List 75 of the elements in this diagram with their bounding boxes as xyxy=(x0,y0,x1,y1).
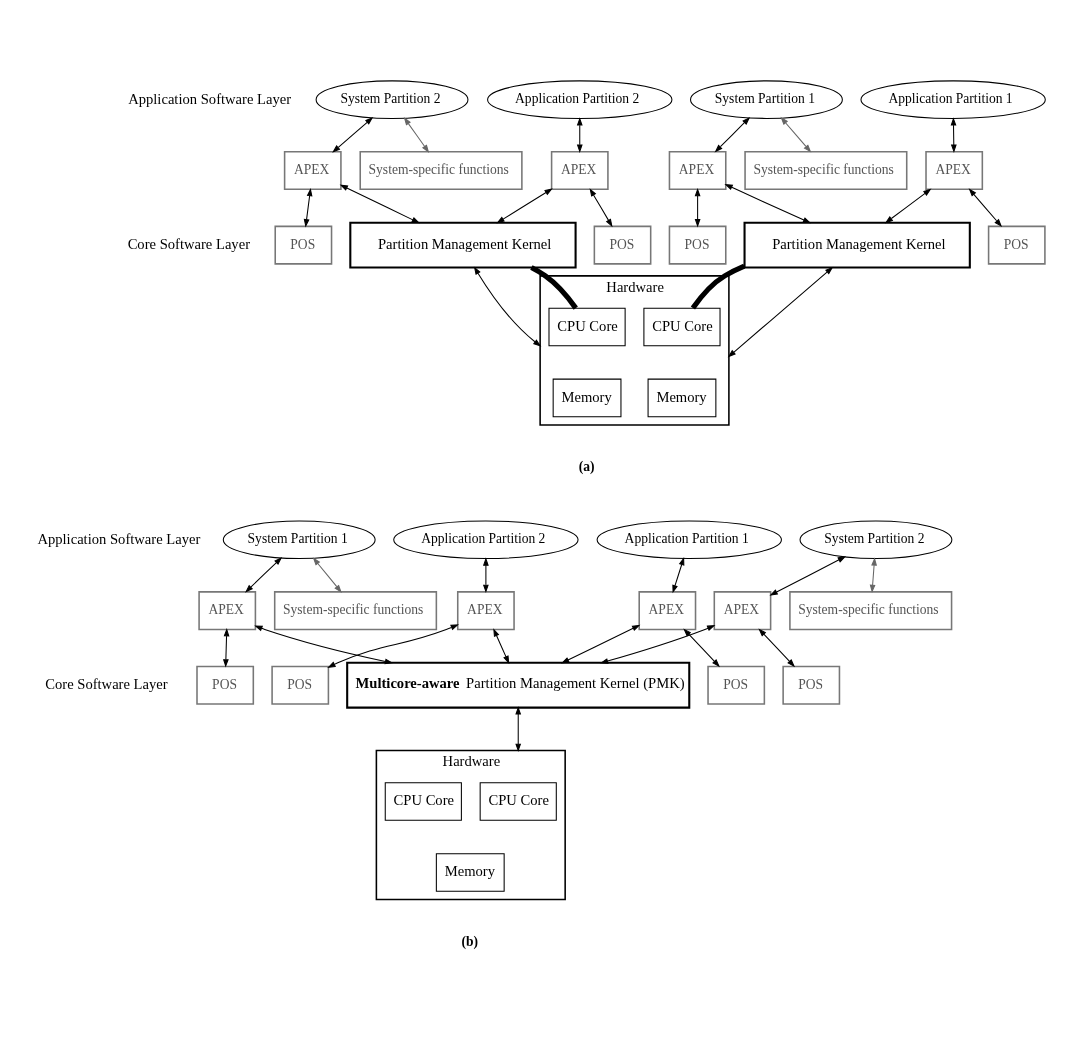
node-box: APEX xyxy=(713,591,772,631)
node-box: POS xyxy=(707,665,766,705)
node-box: CPU Core xyxy=(548,307,626,347)
arrow xyxy=(245,557,283,593)
node-box: POS xyxy=(668,225,727,265)
arrow xyxy=(727,266,834,358)
node-box: POS xyxy=(271,665,330,705)
node-box: System-specific functions xyxy=(359,151,523,191)
node-box: APEX xyxy=(638,591,697,631)
node-box: CPU Core xyxy=(479,782,557,821)
node-ellipse: System Partition 2 xyxy=(315,80,469,119)
node-box: APEX xyxy=(283,151,342,191)
arrow xyxy=(950,117,957,153)
node-box: POS xyxy=(274,225,333,265)
arrow xyxy=(714,116,751,153)
arrow xyxy=(496,188,553,224)
node-box: APEX xyxy=(456,591,515,631)
arrow xyxy=(683,628,720,668)
node-box: Partition Management Kernel xyxy=(743,221,971,269)
arrow xyxy=(968,188,1003,228)
node-box: System-specific functions xyxy=(273,591,438,631)
arrow xyxy=(869,557,877,593)
arrow xyxy=(254,625,394,665)
node-ellipse: System Partition 1 xyxy=(222,520,376,560)
node-box: Memory xyxy=(552,378,622,418)
node-box: POS xyxy=(782,665,841,705)
node-box: CPU Core xyxy=(643,307,721,347)
node-ellipse: Application Partition 2 xyxy=(487,80,673,119)
node-box: APEX xyxy=(925,151,984,191)
label: Core Software Layer xyxy=(45,676,168,693)
arrow xyxy=(672,557,685,594)
node-box: Memory xyxy=(647,378,717,418)
arrow xyxy=(724,183,812,224)
node-box: APEX xyxy=(668,151,727,191)
label: Core Software Layer xyxy=(127,235,251,252)
arrow xyxy=(560,624,641,664)
arrow xyxy=(758,628,796,668)
arrow xyxy=(327,624,459,668)
arrow xyxy=(332,117,374,153)
arrow xyxy=(769,556,847,596)
label: Application Software Layer xyxy=(128,90,292,107)
node-box: CPU Core xyxy=(384,782,462,821)
node-ellipse: Application Partition 1 xyxy=(860,80,1046,119)
node-ellipse: System Partition 1 xyxy=(690,80,843,119)
arrow xyxy=(312,557,342,593)
node-box: APEX xyxy=(198,591,257,631)
node-box: Memory xyxy=(435,853,505,892)
node-box: Partition Management Kernel xyxy=(349,221,577,269)
arrow xyxy=(473,266,542,347)
arrow xyxy=(694,187,701,228)
label: (b) xyxy=(461,933,478,949)
arrow xyxy=(599,625,716,664)
arrow xyxy=(780,116,812,153)
arrow xyxy=(493,628,510,665)
node-box: System-specific functions xyxy=(789,591,953,631)
arrow xyxy=(222,628,230,668)
label: (a) xyxy=(578,459,595,475)
arrow xyxy=(576,117,583,153)
node-box: Multicore-aware Partition Management Kernel (PMK) xyxy=(346,661,691,709)
arrow xyxy=(303,187,313,228)
node-box: POS xyxy=(987,225,1046,265)
arrow xyxy=(482,557,489,593)
node-ellipse: Application Partition 1 xyxy=(596,520,782,560)
node-box: System-specific functions xyxy=(744,151,908,191)
arrow xyxy=(589,188,613,228)
label: Application Software Layer xyxy=(37,530,201,547)
arrow xyxy=(884,188,932,224)
node-box: POS xyxy=(593,225,652,265)
arrow xyxy=(403,117,430,153)
arrow xyxy=(339,184,420,224)
node-ellipse: System Partition 2 xyxy=(799,520,953,560)
node-ellipse: Application Partition 2 xyxy=(393,520,579,560)
node-box: APEX xyxy=(550,151,609,191)
node-box: POS xyxy=(196,665,255,705)
arrow xyxy=(515,706,522,752)
